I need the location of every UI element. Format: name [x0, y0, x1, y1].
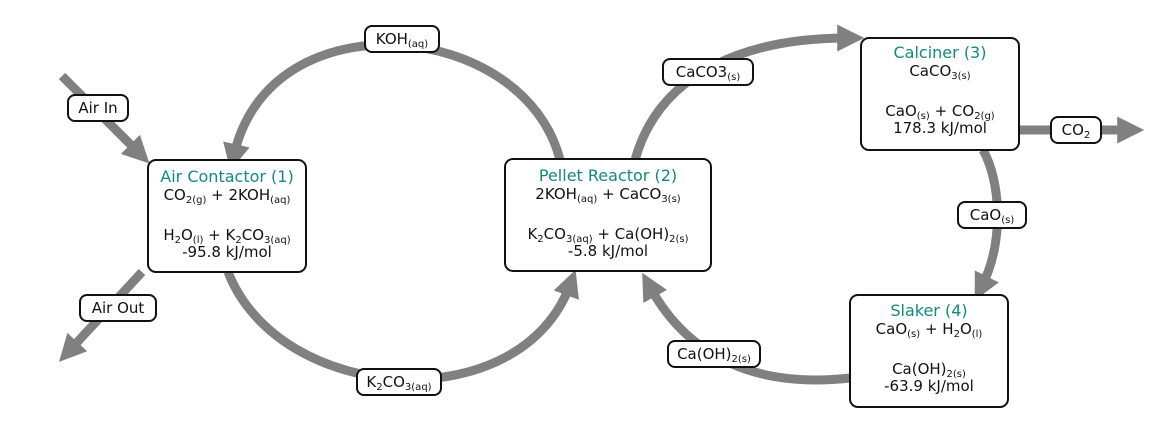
- air-contactor-products: H2O(l) + K2CO3(aq): [163, 226, 291, 246]
- k2co3-stream-label[interactable]: K2CO3(aq): [356, 368, 442, 396]
- pellet-reactor-title: Pellet Reactor (2): [538, 166, 678, 185]
- air-in-label[interactable]: Air In: [67, 94, 129, 122]
- calciner-products: CaO(s) + CO2(g): [885, 102, 995, 122]
- pellet-reactor-products: 2KOH(aq) + CaCO3(s): [535, 185, 681, 205]
- slaker-products: Ca(OH)2(s): [892, 360, 966, 380]
- air-contactor-energy: -95.8 kJ/mol: [182, 243, 272, 261]
- co2-stream-label[interactable]: CO2: [1050, 116, 1102, 144]
- slaker-title: Slaker (4): [890, 301, 968, 320]
- pellet-reactor-box[interactable]: Pellet Reactor (2) 2KOH(aq) + CaCO3(s) K…: [504, 158, 712, 272]
- caco3-flow-arrow: [630, 24, 865, 162]
- slaker-reactants: CaO(s) + H2O(l): [875, 320, 983, 340]
- air-contactor-box[interactable]: Air Contactor (1) CO2(g) + 2KOH(aq) H2O(…: [147, 159, 307, 273]
- air-contactor-title: Air Contactor (1): [160, 167, 294, 186]
- calciner-title: Calciner (3): [893, 43, 987, 62]
- pellet-reactor-energy: -5.8 kJ/mol: [567, 242, 649, 260]
- caco3-stream-label[interactable]: CaCO3(s): [662, 58, 754, 86]
- cao-stream-label[interactable]: CaO(s): [957, 201, 1027, 229]
- pellet-reactor-reactants: K2CO3(aq) + Ca(OH)2(s): [527, 225, 689, 245]
- air-out-label[interactable]: Air Out: [79, 294, 157, 322]
- koh-stream-label[interactable]: KOH(aq): [364, 25, 440, 53]
- slaker-energy: -63.9 kJ/mol: [884, 377, 974, 395]
- calciner-energy: 178.3 kJ/mol: [893, 119, 987, 137]
- k2co3-flow-arrow: [223, 269, 579, 384]
- calciner-reactants: CaCO3(s): [909, 62, 971, 82]
- caoh2-stream-label[interactable]: Ca(OH)2(s): [667, 340, 761, 368]
- air-contactor-reactants: CO2(g) + 2KOH(aq): [163, 186, 291, 206]
- slaker-box[interactable]: Slaker (4) CaO(s) + H2O(l) Ca(OH)2(s) -6…: [849, 294, 1009, 408]
- calciner-box[interactable]: Calciner (3) CaCO3(s) CaO(s) + CO2(g) 17…: [860, 37, 1020, 151]
- koh-flow-arrow: [223, 40, 565, 171]
